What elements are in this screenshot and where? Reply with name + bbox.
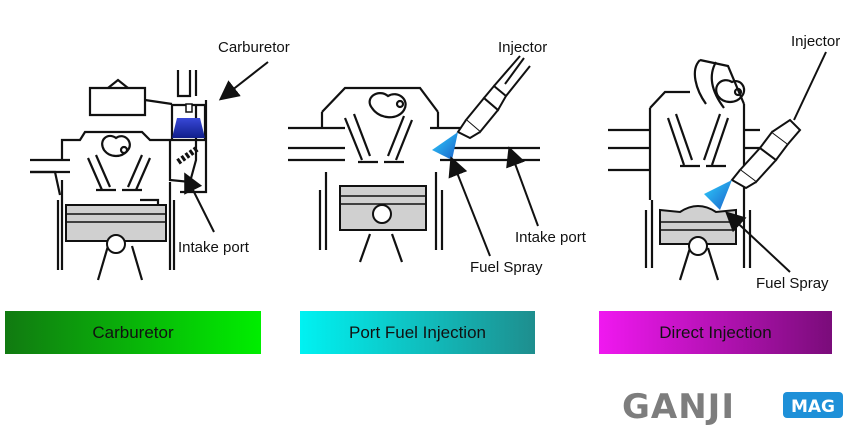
arrow-injector-2: [504, 57, 525, 85]
logo-tag: MAG: [791, 397, 835, 417]
band-label: Direct Injection: [659, 322, 772, 342]
band-carburetor: Carburetor: [5, 311, 261, 354]
band-label: Port Fuel Injection: [348, 322, 486, 342]
logo-name: GANJI: [622, 387, 735, 426]
label-intake-port-2: Intake port: [515, 229, 587, 246]
port-injection-panel: [288, 86, 540, 263]
label-fuel-spray-3: Fuel Spray: [756, 275, 829, 292]
label-fuel-spray-2: Fuel Spray: [470, 259, 543, 276]
arrow-fuel-spray-2: [448, 156, 491, 257]
fuel-spray-direct: [704, 180, 732, 210]
band-direct-injection: Direct Injection: [599, 311, 832, 354]
arrow-injector-3: [793, 51, 827, 121]
band-label: Carburetor: [92, 322, 174, 342]
injector-direct: [730, 118, 802, 190]
arrow-intake-port-1: [184, 172, 215, 233]
arrow-intake-port-2: [506, 146, 539, 227]
engine-diagram: Carburetor Intake port Injector Intake p…: [30, 33, 840, 292]
ganjimag-logo: GANJI MAG: [622, 387, 843, 426]
arrow-carburetor: [218, 61, 269, 101]
direct-injection-panel: [608, 58, 760, 281]
label-carburetor: Carburetor: [218, 39, 290, 56]
label-injector-3: Injector: [791, 33, 840, 50]
fuel-spray-port: [432, 132, 458, 160]
arrow-fuel-spray-3: [725, 211, 791, 273]
band-port-fuel-injection: Port Fuel Injection: [300, 311, 535, 354]
label-injector-2: Injector: [498, 39, 547, 56]
injector-port: [456, 55, 531, 140]
carburetor-fuel: [172, 118, 205, 138]
label-intake-port-1: Intake port: [178, 239, 250, 256]
carburetor-panel: [30, 70, 208, 281]
throttle-plate: [176, 145, 200, 165]
logo-tag-badge: [783, 392, 843, 418]
